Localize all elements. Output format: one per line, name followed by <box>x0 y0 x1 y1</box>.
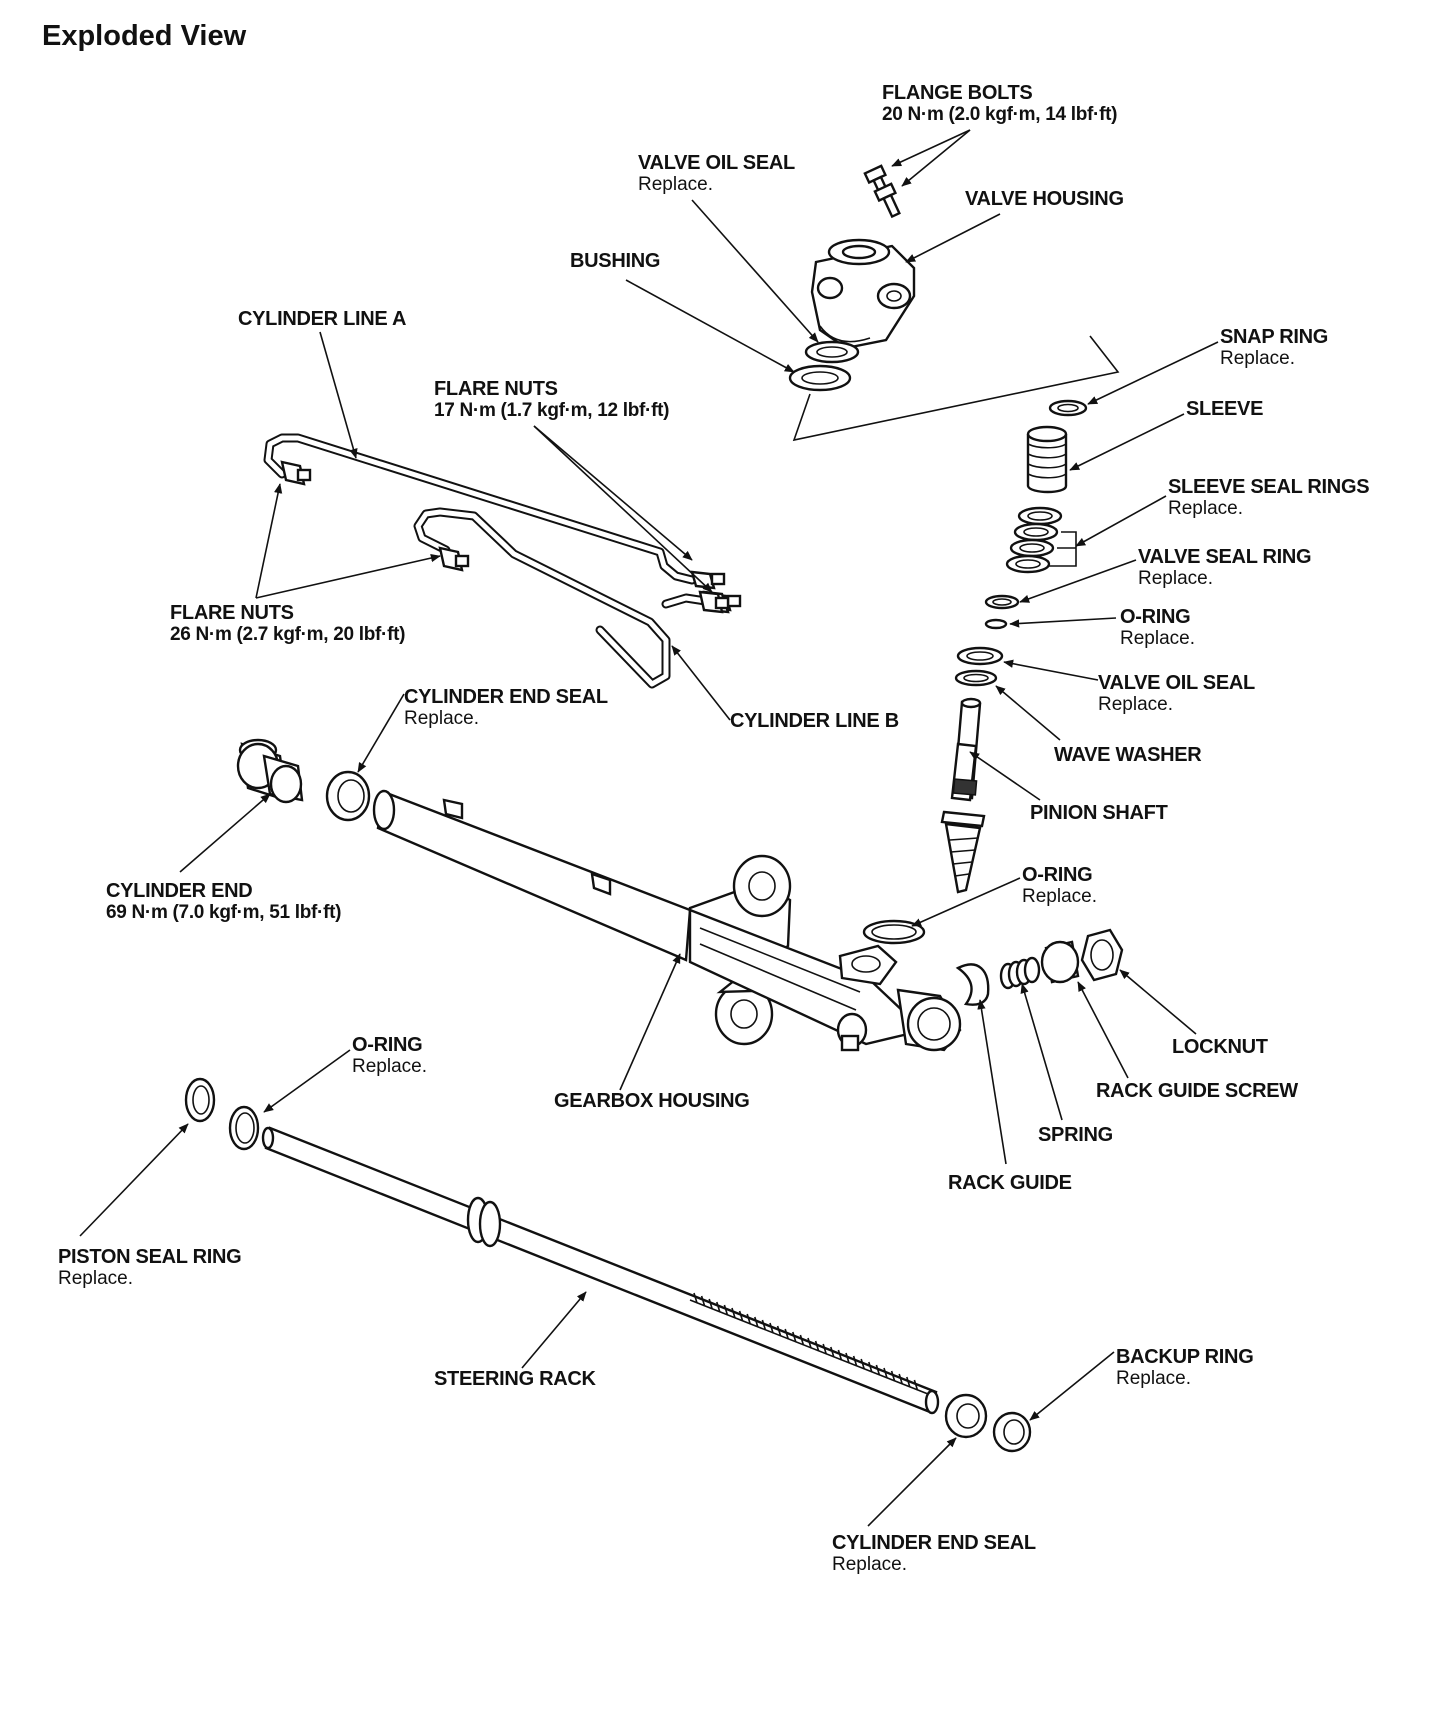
label-backup-ring: BACKUP RING Replace. <box>1116 1346 1254 1389</box>
label-flare-nuts-26: FLARE NUTS 26 N·m (2.7 kgf·m, 20 lbf·ft) <box>170 602 406 645</box>
label-rack-guide: RACK GUIDE <box>948 1172 1072 1194</box>
locknut <box>1080 928 1124 982</box>
steering-rack <box>261 1126 940 1415</box>
flange-bolts <box>863 164 901 219</box>
rack-guide-screw <box>1040 940 1080 984</box>
cylinder-end-seal-upper <box>325 770 371 822</box>
gearbox-housing <box>372 789 962 1052</box>
label-steering-rack: STEERING RACK <box>434 1368 596 1390</box>
label-locknut: LOCKNUT <box>1172 1036 1268 1058</box>
flare-nut-17-c <box>698 590 730 614</box>
label-bushing: BUSHING <box>570 250 661 272</box>
piston-seal-ring <box>184 1077 216 1123</box>
label-wave-washer: WAVE WASHER <box>1054 744 1202 766</box>
spring <box>999 956 1041 990</box>
label-o-ring-valve: O-RING Replace. <box>1120 606 1195 649</box>
label-valve-oil-seal-lower: VALVE OIL SEAL Replace. <box>1098 672 1255 715</box>
pinion-shaft <box>940 697 986 894</box>
label-sleeve: SLEEVE <box>1186 398 1264 420</box>
valve-seal-ring <box>984 594 1020 610</box>
wave-washer <box>954 669 998 687</box>
label-valve-seal-ring: VALVE SEAL RING Replace. <box>1138 546 1312 589</box>
label-pinion-shaft: PINION SHAFT <box>1030 802 1168 824</box>
snap-ring <box>1048 399 1088 417</box>
cylinder-end-seal-lower <box>944 1393 988 1439</box>
valve-oil-seal-upper <box>804 340 860 364</box>
backup-ring <box>992 1411 1032 1453</box>
flare-nut-26-b <box>438 546 470 572</box>
label-rack-guide-screw: RACK GUIDE SCREW <box>1096 1080 1298 1102</box>
label-gearbox-housing: GEARBOX HOUSING <box>554 1090 750 1112</box>
label-cylinder-line-a: CYLINDER LINE A <box>238 308 407 330</box>
cylinder-end <box>236 738 304 804</box>
leader-lines <box>79 129 1219 1527</box>
o-ring-rack <box>228 1105 260 1151</box>
label-snap-ring: SNAP RING Replace. <box>1220 326 1329 369</box>
label-o-ring-housing: O-RING Replace. <box>1022 864 1097 907</box>
sleeve <box>1026 425 1068 494</box>
label-o-ring-rack: O-RING Replace. <box>352 1034 427 1077</box>
flare-nut-26-a <box>280 460 312 486</box>
flare-nut-17-a <box>690 570 726 590</box>
label-piston-seal-ring: PISTON SEAL RING Replace. <box>58 1246 242 1289</box>
label-sleeve-seal-rings: SLEEVE SEAL RINGS Replace. <box>1168 476 1370 519</box>
valve-oil-seal-lower <box>956 646 1004 666</box>
o-ring-housing <box>862 919 926 945</box>
o-ring-valve <box>984 618 1008 630</box>
label-cylinder-line-b: CYLINDER LINE B <box>730 710 899 732</box>
rack-guide <box>955 963 990 1006</box>
valve-housing <box>810 238 916 350</box>
sleeve-seal-rings <box>1005 506 1077 574</box>
label-flare-nuts-17: FLARE NUTS 17 N·m (1.7 kgf·m, 12 lbf·ft) <box>434 378 670 421</box>
label-valve-oil-seal-upper: VALVE OIL SEAL Replace. <box>638 152 795 195</box>
cylinder-line-a <box>263 433 697 585</box>
label-cylinder-end: CYLINDER END 69 N·m (7.0 kgf·m, 51 lbf·f… <box>106 880 342 923</box>
label-cylinder-end-seal-lower: CYLINDER END SEAL Replace. <box>832 1532 1036 1575</box>
label-spring: SPRING <box>1038 1124 1113 1146</box>
cylinder-line-b <box>413 507 717 689</box>
label-valve-housing: VALVE HOUSING <box>965 188 1124 210</box>
page-title: Exploded View <box>42 20 247 52</box>
label-cylinder-end-seal-upper: CYLINDER END SEAL Replace. <box>404 686 608 729</box>
bushing <box>788 364 852 392</box>
label-flange-bolts: FLANGE BOLTS 20 N·m (2.0 kgf·m, 14 lbf·f… <box>882 82 1118 125</box>
